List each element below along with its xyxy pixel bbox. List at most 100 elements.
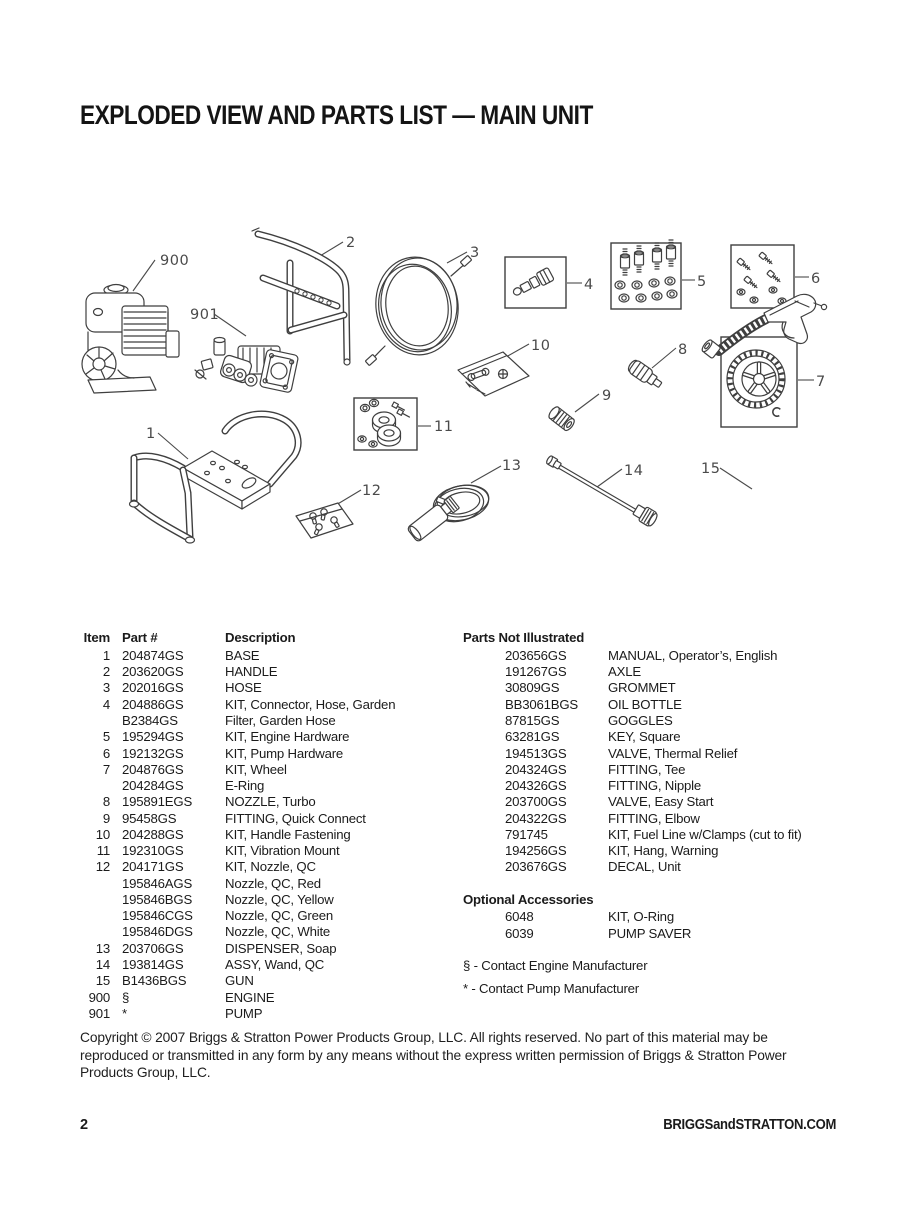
wand-illustration <box>546 455 658 527</box>
item-cell <box>80 713 110 729</box>
vibration-mount-kit-box <box>353 397 418 451</box>
description-cell: Nozzle, QC, White <box>225 924 331 940</box>
item-cell: 2 <box>102 664 110 680</box>
description-cell: FITTING, Tee <box>608 761 686 777</box>
description-cell: KIT, Pump Hardware <box>225 745 344 761</box>
table-row: 204284GS E-Ring <box>80 778 456 794</box>
part-number-cell: 195294GS <box>122 729 184 745</box>
part-number-cell: 203706GS <box>122 940 184 956</box>
part-number-cell: 204288GS <box>122 826 184 842</box>
part-number-cell: 204284GS <box>122 778 184 794</box>
item-cell: 14 <box>95 957 110 972</box>
soap-dispenser-illustration <box>407 484 490 542</box>
description-header: Description <box>225 630 296 645</box>
table-row: 2 203620GS HANDLE <box>80 664 456 680</box>
table-row: 900§ENGINE <box>80 990 456 1006</box>
callout-label-10: 10 <box>531 338 550 354</box>
callout-label-14: 14 <box>624 463 643 479</box>
table-row: 191267GS AXLE <box>505 664 845 680</box>
description-cell: DISPENSER, Soap <box>225 940 337 956</box>
part-number-cell: 87815GS <box>505 713 560 729</box>
callout-label-15: 15 <box>701 461 720 477</box>
part-number-cell: 195891EGS <box>122 794 193 810</box>
nozzle-kit-bag <box>295 502 354 539</box>
description-cell: HANDLE <box>225 664 278 680</box>
part-number-cell: 95458GS <box>122 810 177 826</box>
part-number-cell: * <box>122 1005 127 1021</box>
description-cell: GOGGLES <box>608 713 673 729</box>
engine-footnote: § - Contact Engine Manufacturer <box>463 958 648 974</box>
hose-illustration <box>365 255 472 366</box>
item-cell: 4 <box>102 696 110 712</box>
description-cell: MANUAL, Operator’s, English <box>608 647 778 663</box>
description-cell: FITTING, Elbow <box>608 810 700 826</box>
description-cell: E-Ring <box>225 778 265 794</box>
engine-hardware-kit-box <box>610 239 682 310</box>
gun-illustration <box>701 293 828 359</box>
part-number-cell: 192132GS <box>122 745 184 761</box>
description-cell: KIT, Handle Fastening <box>225 826 351 842</box>
copyright-notice: Copyright © 2007 Briggs & Stratton Power… <box>80 1030 787 1081</box>
description-cell: KIT, Connector, Hose, Garden <box>225 696 396 712</box>
part-number-cell: 191267GS <box>505 664 567 680</box>
item-header: Item <box>83 630 111 645</box>
description-cell: KIT, Hang, Warning <box>608 843 719 859</box>
optional-accessories-title: Optional Accessories <box>463 891 594 907</box>
item-cell: 5 <box>102 729 110 745</box>
description-cell: KEY, Square <box>608 729 681 745</box>
part-number-cell: 204876GS <box>122 761 184 777</box>
handle-fastening-kit-bag <box>457 351 530 397</box>
description-cell: FITTING, Quick Connect <box>225 810 366 826</box>
callout-label-2: 2 <box>346 235 356 251</box>
description-cell: DECAL, Unit <box>608 859 681 875</box>
table-row: 13 203706GS DISPENSER, Soap <box>80 941 456 957</box>
item-cell <box>80 892 110 908</box>
item-cell <box>80 876 110 892</box>
pump-illustration <box>194 336 299 393</box>
item-cell <box>80 924 110 940</box>
item-cell <box>80 778 110 794</box>
callout-label-1: 1 <box>146 426 156 442</box>
description-cell: PUMP SAVER <box>608 926 692 942</box>
item-cell: 12 <box>95 859 110 875</box>
item-cell: 8 <box>102 794 110 810</box>
part-number-cell: BB3061BGS <box>505 696 578 712</box>
description-cell: NOZZLE, Turbo <box>225 794 316 810</box>
table-row: 87815GS GOGGLES <box>505 713 845 729</box>
description-cell: AXLE <box>608 664 641 680</box>
part-number-cell: 204171GS <box>122 859 184 875</box>
item-cell: 15 <box>95 973 110 989</box>
callout-label-9: 9 <box>602 388 612 404</box>
pump-hardware-kit-box <box>730 244 795 309</box>
callout-label-4: 4 <box>584 277 594 293</box>
callout-label-900: 900 <box>160 253 189 269</box>
callout-label-8: 8 <box>678 342 688 358</box>
callout-label-3: 3 <box>470 245 480 261</box>
item-cell: 13 <box>95 940 110 956</box>
part-number-cell: 195846AGS <box>122 875 193 891</box>
item-cell: 900 <box>88 989 111 1005</box>
table-row: 8 195891EGS NOZZLE, Turbo <box>80 794 456 810</box>
callout-label-6: 6 <box>811 271 821 287</box>
part-number-cell: 203620GS <box>122 664 184 680</box>
item-cell: 11 <box>96 843 110 859</box>
part-number-cell: 204886GS <box>122 696 184 712</box>
description-cell: KIT, Engine Hardware <box>225 729 350 745</box>
callout-label-11: 11 <box>434 419 453 435</box>
